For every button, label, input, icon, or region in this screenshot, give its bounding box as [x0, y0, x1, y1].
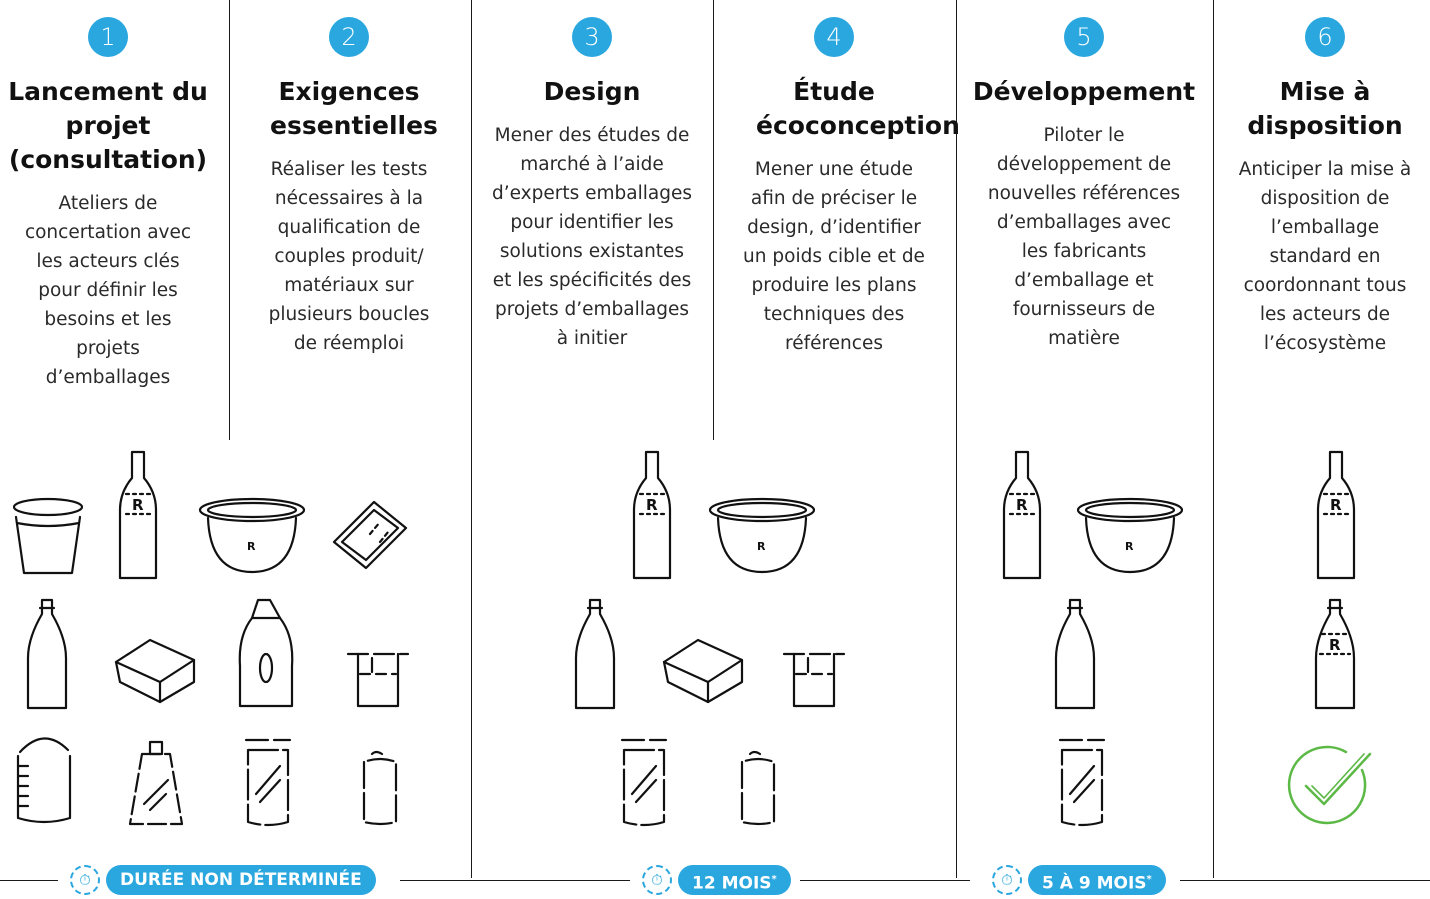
step-description: Mener des études de marché à l’aide d’ex… — [492, 125, 692, 349]
bottle-r-icon: R — [1314, 598, 1356, 710]
food-box-icon — [662, 638, 744, 704]
soda-can-icon — [362, 750, 398, 826]
check-circle-icon — [1287, 745, 1372, 825]
reuse-mark: R — [1329, 636, 1341, 654]
step-6: 6 Mise à disposition Anticiper la mise à… — [1220, 0, 1430, 358]
reuse-mark: R — [132, 496, 144, 514]
divider-5-6 — [1213, 0, 1214, 878]
bowl-r-icon: R — [708, 497, 816, 574]
step-number: 4 — [814, 17, 854, 57]
clock-icon: ⏱ — [642, 865, 672, 895]
reuse-mark: R — [646, 496, 658, 514]
bottle-r-icon: R — [118, 450, 158, 580]
pouch-icon — [128, 740, 184, 826]
step-description: Ateliers de concertation avec les acteur… — [24, 193, 192, 388]
jar-icon — [782, 652, 846, 708]
bottle-r-icon: R — [1002, 450, 1042, 580]
step-description: Piloter le développement de nouvelles ré… — [987, 125, 1181, 349]
bowl-r-icon: R — [1076, 497, 1184, 574]
bowl-r-icon: R — [198, 497, 306, 574]
timeline-line — [0, 880, 58, 881]
soda-can-icon — [740, 750, 776, 826]
bottle-r-icon: R — [1316, 450, 1356, 580]
step-description: Réaliser les tests nécessaires à la qual… — [268, 159, 430, 354]
step-title: Lancement du projet (consultation) — [8, 77, 208, 174]
duration-label: 5 À 9 MOIS* — [1028, 865, 1166, 895]
step-number: 1 — [88, 17, 128, 57]
step-3: 3 Design Mener des études de marché à l’… — [480, 0, 704, 353]
timeline-line — [400, 880, 630, 881]
mason-jar-icon — [620, 738, 668, 827]
bottle-r-icon: R — [632, 450, 672, 580]
step-description: Mener une étude afin de préciser le desi… — [743, 159, 925, 354]
food-box-icon — [114, 638, 196, 704]
reuse-mark: R — [757, 540, 766, 553]
divider-2-3 — [471, 0, 472, 878]
step-number: 2 — [329, 17, 369, 57]
cup-icon — [12, 497, 84, 575]
tray-icon — [332, 500, 408, 570]
step-title: Développement — [972, 77, 1196, 106]
step-4: 4 Étude écoconception Mener une étude af… — [720, 0, 960, 358]
mason-jar-icon — [244, 738, 292, 827]
bottle-icon — [26, 598, 68, 710]
divider-1-2 — [229, 0, 230, 440]
step-5: 5 Développement Piloter le développement… — [962, 0, 1206, 353]
duration-badge-2: ⏱ 12 MOIS* — [642, 864, 791, 896]
detergent-bottle-icon — [238, 598, 294, 708]
duration-label: 12 MOIS* — [678, 865, 791, 895]
step-number: 3 — [572, 17, 612, 57]
jar-icon — [346, 652, 410, 708]
bottle-icon — [574, 598, 616, 710]
step-title: Étude écoconception — [756, 77, 960, 140]
step-number: 6 — [1305, 17, 1345, 57]
bottle-icon — [1054, 598, 1096, 710]
can-open-icon — [16, 737, 72, 824]
duration-badge-1: ⏱ DURÉE NON DÉTERMINÉE — [70, 864, 376, 896]
step-1: 1 Lancement du projet (consultation) Ate… — [0, 0, 216, 392]
timeline-line — [1180, 880, 1430, 881]
reuse-mark: R — [247, 540, 256, 553]
reuse-mark: R — [1125, 540, 1134, 553]
step-title: Mise à disposition — [1247, 77, 1403, 140]
step-description: Anticiper la mise à disposition de l’emb… — [1238, 159, 1412, 354]
step-title: Design — [543, 77, 641, 106]
divider-4-5 — [956, 0, 957, 878]
step-2: 2 Exigences essentielles Réaliser les te… — [236, 0, 462, 358]
step-number: 5 — [1064, 17, 1104, 57]
reuse-mark: R — [1016, 496, 1028, 514]
timeline-line — [800, 880, 970, 881]
duration-label: DURÉE NON DÉTERMINÉE — [106, 865, 376, 895]
duration-badge-3: ⏱ 5 À 9 MOIS* — [992, 864, 1166, 896]
mason-jar-icon — [1058, 738, 1106, 827]
clock-icon: ⏱ — [992, 865, 1022, 895]
clock-icon: ⏱ — [70, 865, 100, 895]
reuse-mark: R — [1330, 496, 1342, 514]
step-title: Exigences essentielles — [270, 77, 438, 140]
divider-3-4 — [713, 0, 714, 440]
